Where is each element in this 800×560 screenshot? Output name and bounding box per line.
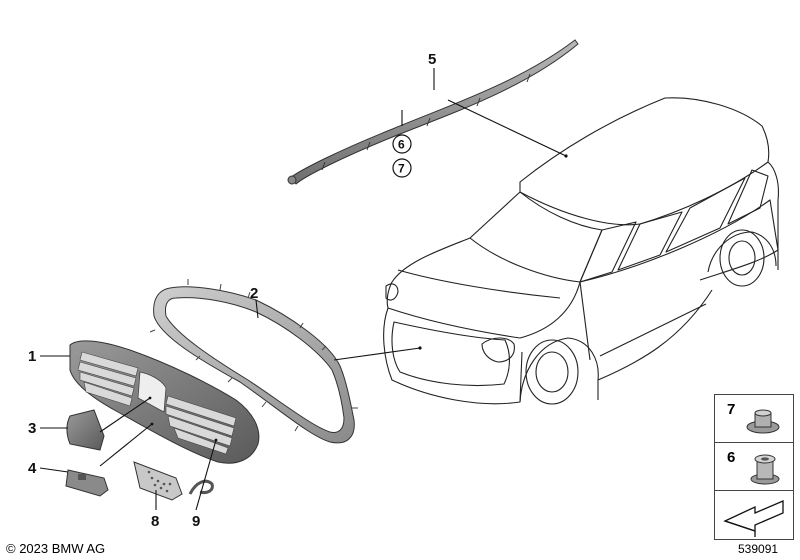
direction-arrow-icon — [723, 500, 784, 537]
small-part-number-6: 6 — [727, 449, 736, 466]
small-part-cell-6: 6 — [715, 443, 793, 491]
grille-frame-part — [149, 279, 358, 444]
rivet-nut-icon — [750, 454, 780, 485]
callout-1: 1 — [28, 348, 36, 365]
grille-right-slats — [165, 395, 237, 455]
grille-left-slats — [77, 351, 139, 407]
callout-5: 5 — [428, 51, 436, 68]
small-part-cell-arrow — [715, 491, 793, 539]
clip-part — [188, 479, 214, 495]
roof-rail-part — [287, 39, 579, 185]
bracket-part — [65, 469, 109, 497]
leader-lines — [39, 68, 568, 511]
car-outline — [383, 97, 779, 405]
sensor-carrier-part — [133, 461, 183, 501]
small-part-number-7: 7 — [727, 401, 736, 418]
callout-9: 9 — [192, 513, 200, 530]
copyright-text: © 2023 BMW AG — [6, 541, 106, 556]
callout-3: 3 — [28, 420, 36, 437]
cover-part — [66, 409, 105, 451]
clip-nut-icon — [746, 409, 780, 434]
callout-8: 8 — [151, 513, 159, 530]
grille-part — [69, 340, 260, 464]
diagram-id: 539091 — [738, 542, 779, 556]
callout-6-circled: 6 — [398, 138, 405, 152]
small-parts-panel: 7 6 — [714, 394, 794, 540]
callout-7-circled: 7 — [398, 162, 405, 176]
callout-2: 2 — [250, 285, 258, 302]
small-part-cell-7: 7 — [715, 395, 793, 443]
callout-4: 4 — [28, 460, 37, 477]
